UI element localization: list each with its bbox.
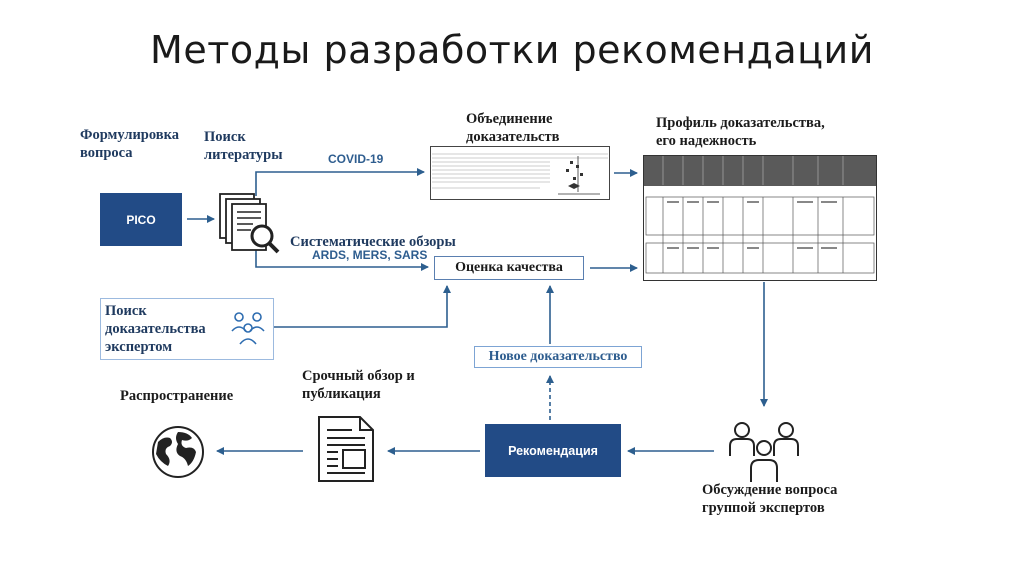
globe-icon (152, 426, 204, 478)
label-expert-search: Поиск доказательства экспертом (105, 303, 206, 355)
arrow-search-to-quality (255, 245, 429, 271)
quality-box: Оценка качества (434, 256, 584, 280)
experts-small-icon (231, 312, 265, 345)
label-search: Поиск литературы (204, 129, 283, 163)
expert-search-box: Поиск доказательства экспертом (100, 298, 274, 360)
label-sysreviews-sub: ARDS, MERS, SARS (312, 248, 428, 262)
recommendation-box: Рекомендация (485, 424, 621, 477)
document-icon (318, 416, 374, 482)
label-dissemination: Распространение (120, 388, 234, 404)
label-formulate: Формулировка вопроса (80, 127, 179, 161)
slide-title: Методы разработки рекомендаций (150, 28, 874, 72)
experts-group-icon (729, 422, 799, 482)
arrow-search-to-combine (255, 168, 425, 196)
label-profile: Профиль доказательства, его надежность (656, 115, 825, 149)
evidence-table-thumbnail (643, 155, 877, 281)
label-combine: Объединение доказательств (466, 111, 560, 145)
new-evidence-box: Новое доказательство (474, 346, 642, 368)
label-covid: COVID-19 (328, 152, 384, 166)
label-group-discussion: Обсуждение вопроса группой экспертов (702, 482, 838, 516)
forest-plot-thumbnail (430, 146, 610, 200)
document-search-icon (219, 193, 280, 254)
label-rapid-review: Срочный обзор и публикация (302, 368, 415, 402)
pico-box: PICO (100, 193, 182, 246)
label-sysreviews: Систематические обзоры (290, 234, 456, 250)
arrow-expert-to-quality (273, 285, 451, 328)
